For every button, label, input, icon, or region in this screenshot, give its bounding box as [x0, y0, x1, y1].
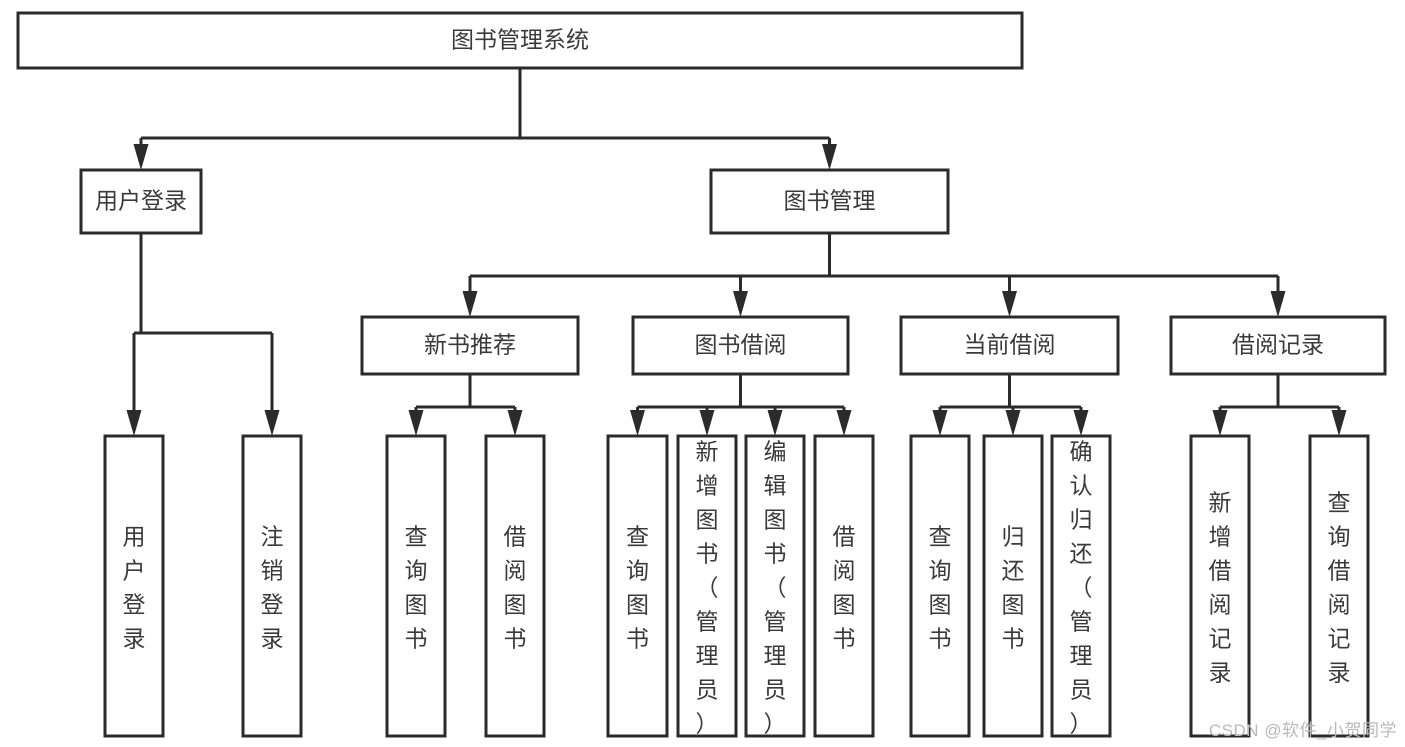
arrow-head-icon	[126, 410, 142, 436]
arrow-head-icon	[822, 144, 837, 170]
node-leaf_7[interactable]: 借阅图书	[813, 434, 875, 738]
node-label: 查询图书	[929, 524, 952, 652]
node-label: 归还图书	[1002, 524, 1025, 652]
node-l2_1[interactable]: 图书管理	[709, 168, 950, 235]
node-box	[899, 315, 1120, 376]
arrow-head-icon	[733, 291, 748, 317]
arrow-head-icon	[932, 410, 948, 436]
arrow-head-icon	[507, 410, 523, 436]
node-label: 图书管理	[784, 188, 876, 214]
node-label: 新书推荐	[424, 332, 516, 358]
node-box	[16, 11, 1024, 70]
arrow-head-icon	[264, 410, 280, 436]
arrow-head-icon	[133, 144, 149, 170]
node-label: 编辑图书（管理员）	[764, 439, 787, 737]
node-box	[241, 434, 303, 738]
node-leaf_3[interactable]: 借阅图书	[484, 434, 546, 738]
node-label: 借阅记录	[1232, 332, 1324, 358]
node-box	[813, 434, 875, 738]
node-label: 图书管理系统	[451, 27, 589, 53]
arrow-head-icon	[462, 291, 478, 317]
node-leaf_9[interactable]: 归还图书	[982, 434, 1044, 738]
arrow-head-icon	[699, 410, 715, 436]
node-label: 用户登录	[95, 188, 187, 214]
node-label: 查询图书	[626, 524, 649, 652]
node-leaf_1[interactable]: 注销登录	[241, 434, 303, 738]
arrow-head-icon	[836, 410, 852, 436]
node-label: 用户登录	[123, 524, 146, 652]
node-label: 新增借阅记录	[1209, 490, 1232, 686]
node-label: 借阅图书	[833, 524, 856, 652]
node-label: 查询借阅记录	[1328, 490, 1351, 686]
node-label: 新增图书（管理员）	[696, 439, 719, 737]
arrow-head-icon	[1005, 410, 1021, 436]
node-box	[360, 315, 580, 376]
node-l3_1[interactable]: 图书借阅	[631, 315, 850, 376]
node-root[interactable]: 图书管理系统	[16, 11, 1024, 70]
node-leaf_0[interactable]: 用户登录	[103, 434, 165, 738]
arrow-head-icon	[767, 410, 783, 436]
arrow-head-icon	[1002, 291, 1017, 317]
node-box	[744, 434, 806, 738]
node-box	[385, 434, 447, 738]
node-leaf_6[interactable]: 编辑图书（管理员）	[744, 434, 806, 738]
node-label: 当前借阅	[964, 332, 1056, 358]
node-layer: 图书管理系统用户登录图书管理新书推荐图书借阅当前借阅借阅记录用户登录注销登录查询…	[16, 11, 1387, 738]
node-label: 注销登录	[261, 524, 284, 652]
node-l2_0[interactable]: 用户登录	[79, 168, 203, 235]
node-leaf_12[interactable]: 查询借阅记录	[1308, 434, 1370, 738]
node-box	[79, 168, 203, 235]
node-leaf_2[interactable]: 查询图书	[385, 434, 447, 738]
node-box	[484, 434, 546, 738]
node-box	[676, 434, 738, 738]
node-l3_2[interactable]: 当前借阅	[899, 315, 1120, 376]
node-box	[709, 168, 950, 235]
node-box	[1189, 434, 1251, 738]
node-label: 借阅图书	[504, 524, 527, 652]
node-box	[103, 434, 165, 738]
node-l3_0[interactable]: 新书推荐	[360, 315, 580, 376]
node-label: 确认归还（管理员）	[1070, 439, 1093, 737]
node-leaf_11[interactable]: 新增借阅记录	[1189, 434, 1251, 738]
node-box	[606, 434, 669, 738]
arrow-head-icon	[1270, 291, 1286, 317]
node-l3_3[interactable]: 借阅记录	[1169, 315, 1387, 376]
node-leaf_4[interactable]: 查询图书	[606, 434, 669, 738]
arrow-head-icon	[1212, 410, 1228, 436]
node-leaf_10[interactable]: 确认归还（管理员）	[1050, 434, 1112, 738]
node-box	[1169, 315, 1387, 376]
edge-layer	[126, 68, 1347, 436]
arrow-head-icon	[630, 410, 645, 436]
node-box	[1050, 434, 1112, 738]
node-box	[982, 434, 1044, 738]
node-leaf_5[interactable]: 新增图书（管理员）	[676, 434, 738, 738]
node-label: 图书借阅	[695, 332, 787, 358]
node-box	[631, 315, 850, 376]
arrow-head-icon	[408, 410, 424, 436]
node-box	[909, 434, 971, 738]
arrow-head-icon	[1073, 410, 1089, 436]
node-leaf_8[interactable]: 查询图书	[909, 434, 971, 738]
node-label: 查询图书	[405, 524, 428, 652]
arrow-head-icon	[1331, 410, 1347, 436]
node-box	[1308, 434, 1370, 738]
